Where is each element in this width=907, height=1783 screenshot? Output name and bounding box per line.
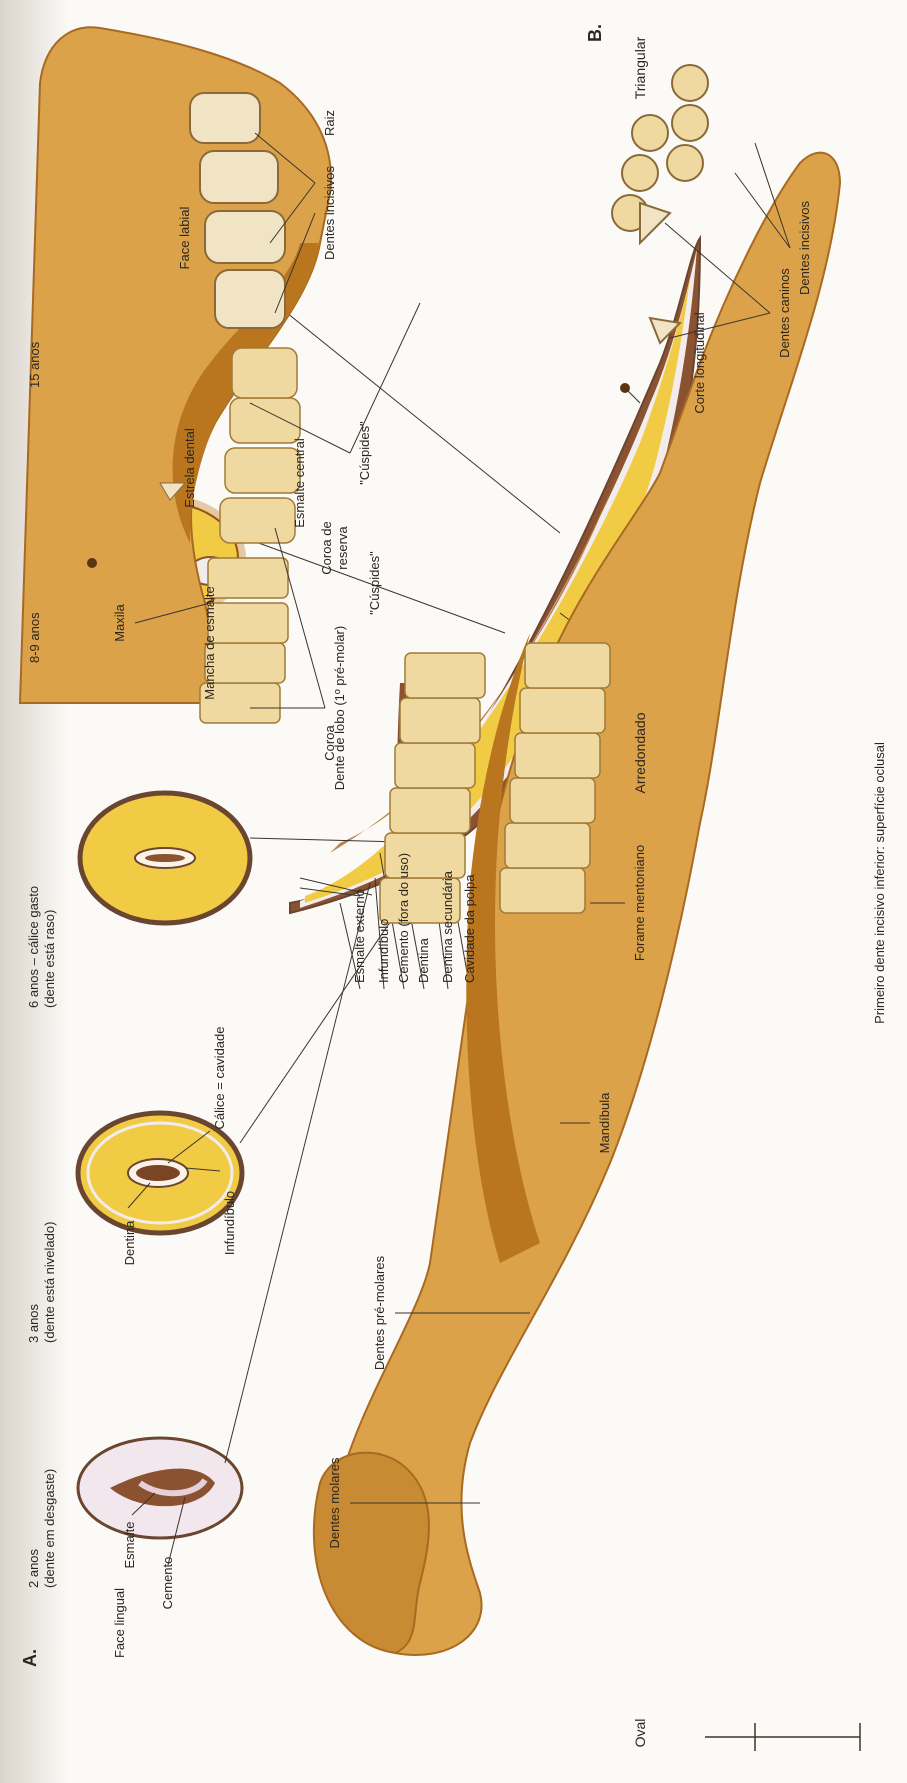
label-mancha: Mancha de esmalte — [202, 586, 218, 699]
long-caption: Corte longitudinal — [692, 312, 708, 413]
label-calice: Cálice = cavidade — [212, 1027, 228, 1130]
label-infundibulo: Infundíbulo — [222, 1191, 238, 1255]
label-cemento: Cemento — [160, 1557, 176, 1610]
label-dentina-secundaria: Dentina secundária — [440, 871, 456, 983]
age-2-label: 2 anos(dente em desgaste) — [26, 1443, 58, 1588]
age-8-9-label: 8-9 anos — [27, 612, 43, 663]
label-dentes-caninos: Dentes caninos — [777, 268, 793, 358]
label-dentes-incisivos-lower: Dentes incisivos — [797, 201, 813, 295]
age-3-label: 3 anos(dente está nivelado) — [26, 1183, 58, 1343]
label-dente-lobo: Dente de lobo (1º pré-molar) — [332, 626, 348, 790]
occlusal-section-6y — [80, 793, 250, 923]
scale-label-bottom: Triangular — [632, 37, 648, 100]
label-cuspides-top: "Cúspides" — [357, 421, 373, 484]
maxilla-foramen-dot — [87, 558, 97, 568]
age-15-label: 15 anos — [27, 342, 43, 388]
label-esmalte-externo: Esmalte externo — [352, 889, 368, 983]
section-b-letter: B. — [587, 24, 603, 42]
age-6-label: 6 anos – cálice gasto(dente está raso) — [26, 838, 58, 1008]
label-esmalte-central: Esmalte central — [292, 438, 308, 528]
occlusal-section-2y — [78, 1438, 242, 1538]
label-cavidade-polpa: Cavidade da polpa — [462, 875, 478, 983]
label-forame-mentoniano: Forame mentoniano — [632, 845, 648, 961]
label-dentina: Dentina — [122, 1221, 138, 1266]
label-dentes-premolares: Dentes pré-molares — [372, 1256, 388, 1370]
label-maxila: Maxila — [112, 604, 128, 642]
scale-label-middle: Arredondado — [632, 713, 648, 794]
canine-teeth — [640, 203, 680, 343]
label-face-lingual: Face lingual — [112, 1588, 128, 1658]
label-estrela: Estrela dental — [182, 428, 198, 508]
occlusal-caption: Primeiro dente incisivo inferior: superf… — [872, 742, 888, 1024]
scale-label-top: Oval — [632, 1719, 648, 1748]
label-mandibula: Mandíbula — [597, 1093, 613, 1154]
label-cuspides-bottom: "Cúspides" — [367, 551, 383, 614]
occlusal-section-3y — [78, 1113, 242, 1233]
label-face-labial: Face labial — [177, 207, 193, 270]
lower-incisors — [612, 65, 708, 231]
shape-scale-bar — [705, 1723, 860, 1751]
label-esmalte: Esmalte — [122, 1522, 138, 1569]
section-a-letter: A. — [22, 1649, 38, 1667]
label-dentes-molares: Dentes molares — [327, 1457, 343, 1548]
label-cemento-dentro: Cemento (fora do uso) — [396, 853, 412, 983]
label-dentes-incisivos-upper: Dentes incisivos — [322, 166, 338, 260]
label-raiz: Raiz — [322, 110, 338, 136]
label-dentina-long: Dentina — [416, 938, 432, 983]
label-infundibulo-long: Infundíbulo — [376, 919, 392, 983]
